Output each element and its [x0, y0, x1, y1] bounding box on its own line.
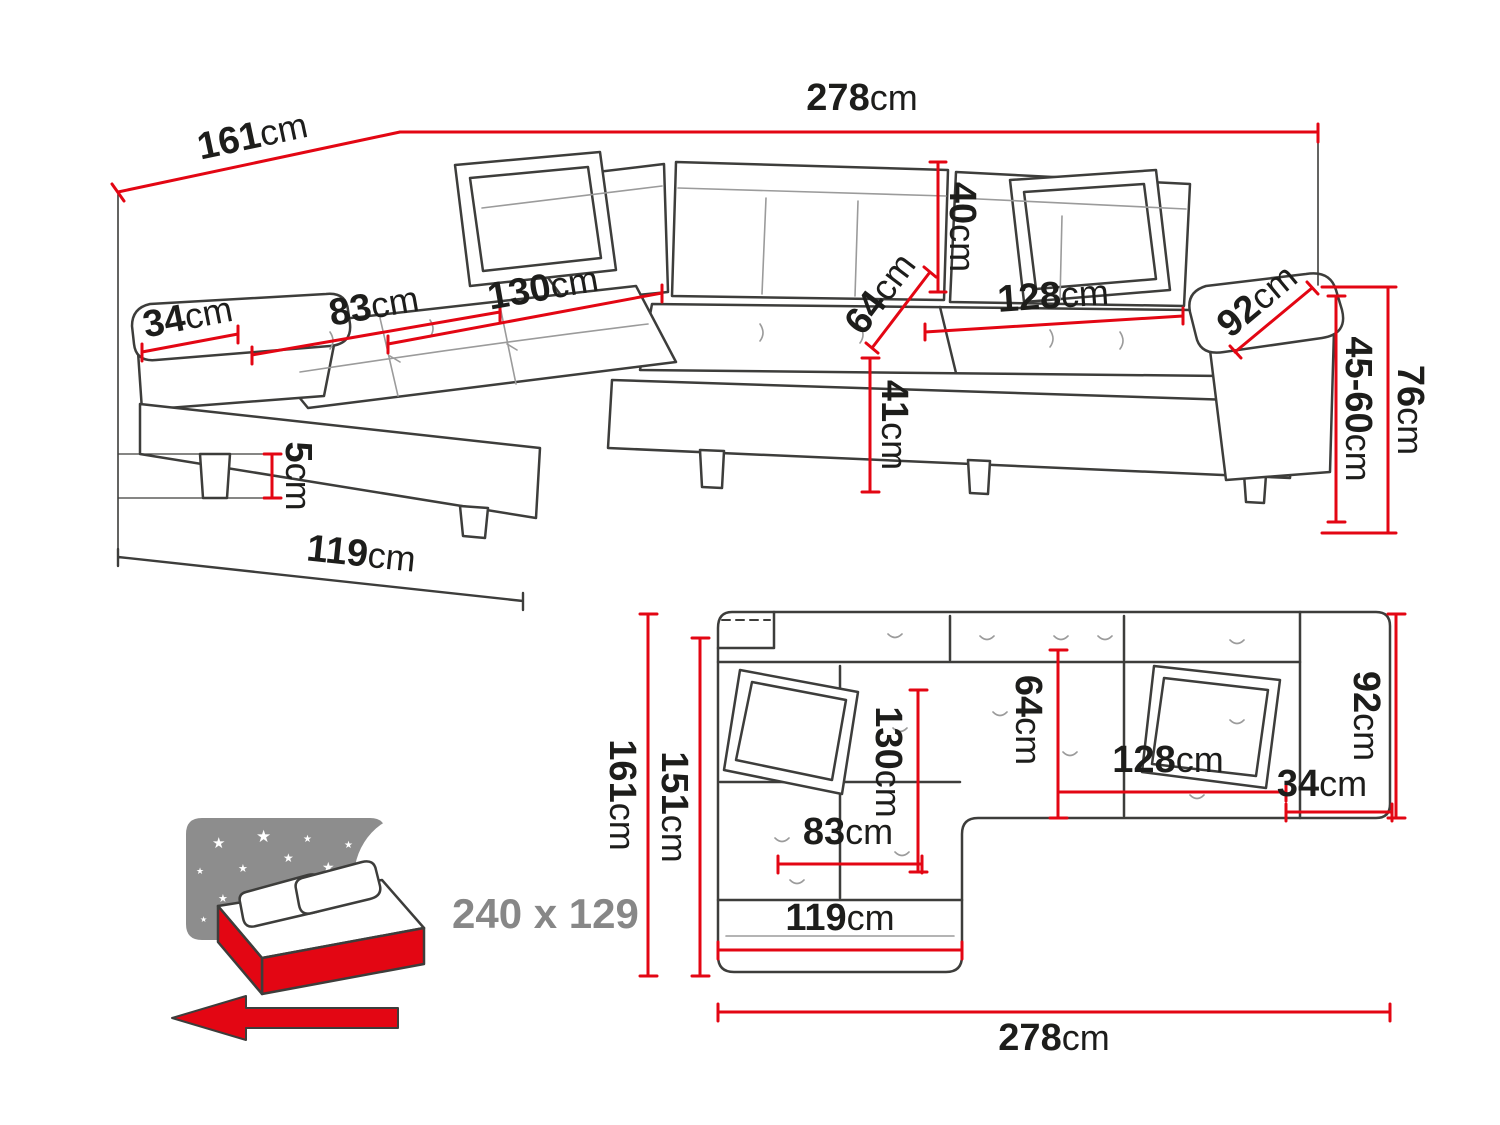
dim-total-width-label: 278cm — [806, 77, 917, 119]
dim-chaise-width-line — [250, 302, 502, 366]
sofa-perspective — [130, 150, 1345, 540]
dim-chaise-width-label: 83cm — [803, 811, 893, 853]
sofa-perspective-details — [299, 185, 1187, 397]
star-icon: ★ — [303, 834, 312, 845]
backrest-divider — [948, 614, 1126, 662]
dim-total-depth-label: 161cm — [194, 104, 312, 168]
tuft-mark — [329, 319, 1124, 350]
tuft-button — [389, 343, 518, 363]
dim-chaise-length-line — [386, 283, 664, 355]
bed — [216, 860, 426, 996]
dim-armrest-length-label: 92cm — [1345, 671, 1387, 761]
dim-armrest-width-label: 34cm — [1277, 763, 1367, 805]
star-icon: ★ — [196, 867, 204, 877]
star-icon: ★ — [200, 915, 207, 924]
seat-cushion — [638, 302, 1224, 378]
sofa-leg — [966, 458, 992, 496]
dim-seat-width-line — [923, 306, 1185, 342]
pillow-top-seam — [1150, 676, 1270, 778]
dim-chaise-length-label: 130cm — [867, 706, 909, 817]
dim-total-depth-line — [638, 612, 659, 978]
perspective-view: 278cm 161cm 40cm 64cm 128cm 92cm 34cm 83… — [110, 77, 1431, 612]
dim-seat-width-line — [1056, 782, 1288, 803]
star-icon: ★ — [238, 862, 248, 875]
dim-total-depth-line — [110, 130, 402, 203]
tuft-crease — [761, 197, 1063, 301]
pillow — [453, 150, 618, 288]
dim-chaise-width-label: 83cm — [326, 278, 422, 335]
dimension-lines-top-view — [638, 612, 1407, 1023]
dim-armrest-width-label: 34cm — [139, 288, 236, 346]
dim-armrest-length-line — [1228, 280, 1320, 360]
dim-chaise-length-label: 130cm — [484, 258, 601, 319]
unfold-arrow-icon — [171, 995, 399, 1041]
star-icon: ★ — [344, 840, 353, 851]
sleeping-function-icon: ★ ★ ★ ★ ★ ★ ★ ★ ★ ★ ★ ★ ★ ★ ★ ★ ★ ★ ★ — [171, 814, 639, 1041]
dim-seat-height-label: 41cm — [873, 380, 915, 470]
dim-inner-depth-line — [690, 636, 711, 978]
dim-total-width-label: 278cm — [998, 1017, 1109, 1059]
dim-chaise-length-line — [908, 688, 929, 874]
sofa-base — [138, 402, 542, 520]
leg-leader-lines — [117, 453, 263, 499]
pillow-seam — [1022, 182, 1158, 291]
dim-seat-height-line — [860, 356, 881, 494]
pillow-top — [722, 668, 860, 796]
frame-lines — [116, 133, 1319, 612]
sofa-leg — [198, 452, 232, 500]
sofa-top-view-details — [725, 633, 1245, 937]
dim-chaise-depth-label: 119cm — [785, 897, 894, 939]
dim-backrest-height-label: 40cm — [941, 182, 983, 272]
dim-seat-depth-label: 64cm — [1007, 675, 1049, 765]
dim-total-height-label: 76cm — [1389, 365, 1431, 455]
dim-height-range-label: 45-60cm — [1337, 336, 1379, 481]
dim-total-width-line — [398, 122, 1320, 144]
corner-tab — [716, 610, 776, 650]
star-icon: ★ — [256, 827, 271, 847]
dimension-labels-top-view: 161cm 151cm 92cm 64cm 130cm 128cm 34cm 8… — [601, 671, 1387, 1059]
dim-armrest-width-line — [1284, 802, 1394, 823]
dim-total-width-line — [716, 1002, 1392, 1023]
dim-chaise-depth-line — [716, 940, 964, 961]
dim-seat-width-label: 128cm — [996, 271, 1110, 321]
star-icon: ★ — [212, 834, 225, 852]
dim-armrest-width-line — [140, 324, 240, 363]
dimension-lines-perspective — [110, 122, 1398, 535]
dim-backrest-height-line — [928, 160, 948, 294]
dim-leg-height-line — [262, 452, 283, 500]
dim-leg-height-label: 5cm — [277, 441, 319, 510]
top-view: 161cm 151cm 92cm 64cm 130cm 128cm 34cm 8… — [601, 610, 1407, 1059]
dimension-line — [116, 547, 525, 612]
back-cushion — [670, 160, 950, 302]
sofa-base — [606, 378, 1298, 480]
tuft-mark — [992, 711, 1245, 800]
dim-seat-depth-line — [864, 265, 938, 355]
sofa-leg — [698, 448, 726, 490]
seam-line — [481, 185, 1187, 210]
seat-cushion-divider — [938, 305, 958, 375]
dim-total-height-line — [1320, 285, 1398, 535]
bed-pillow — [294, 860, 382, 915]
dim-seat-width-label: 128cm — [1112, 739, 1223, 781]
dim-total-depth-label: 161cm — [601, 739, 643, 850]
star-icon: ★ — [218, 892, 228, 905]
sofa-top-view — [716, 610, 1392, 974]
mattress-side — [216, 904, 264, 996]
pillow-top — [1140, 664, 1282, 790]
tuft-mark — [774, 727, 910, 885]
pillow-top-seam — [734, 680, 848, 782]
tuft-mark — [887, 633, 1245, 645]
pillow-seam — [468, 165, 603, 273]
dim-chaise-depth-label: 119cm — [305, 527, 418, 580]
sofa-leg — [458, 504, 490, 540]
dim-chaise-width-line — [776, 854, 924, 875]
dim-height-range-line — [1326, 294, 1347, 524]
star-icon: ★ — [283, 851, 294, 865]
dim-inner-depth-label: 151cm — [653, 751, 695, 862]
sleeping-area-size-label: 240 x 129 — [452, 890, 639, 937]
